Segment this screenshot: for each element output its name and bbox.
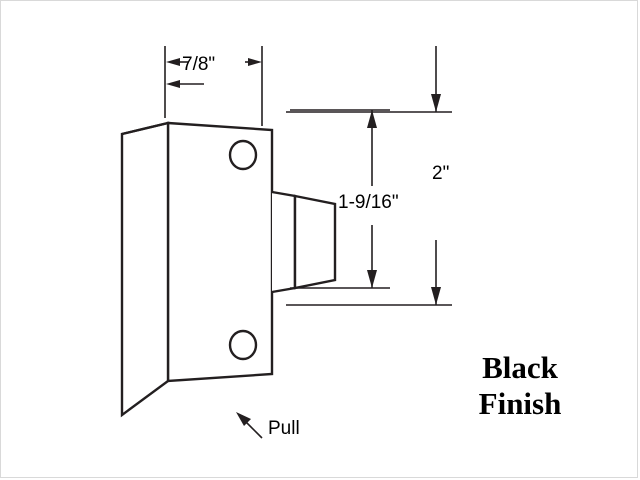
callout-label-pull: Pull — [268, 418, 300, 439]
dimension-inner-arrows — [367, 110, 377, 288]
dimension-overall-extensions — [286, 111, 452, 306]
screw-hole-bottom — [228, 329, 258, 361]
screw-hole-top — [228, 139, 258, 171]
dimension-label-inner-height: 1-9/16" — [338, 192, 399, 213]
latch-box — [271, 190, 337, 294]
dimension-width-extensions — [164, 46, 263, 126]
dimension-overall-arrows — [431, 46, 441, 305]
finish-line-2: Finish — [478, 386, 562, 421]
dimension-label-overall-height: 2" — [432, 163, 450, 184]
pull-leader-arrow — [236, 412, 263, 439]
finish-line-1: Black — [482, 350, 558, 385]
dimension-inner-extensions — [290, 109, 390, 289]
dimension-label-width: 7/8" — [182, 54, 216, 75]
finish-caption: Black Finish — [425, 350, 615, 422]
strike-faceplate — [120, 121, 170, 418]
dimension-width-left-arrow-down — [166, 80, 204, 88]
dimension-width-arrows — [166, 58, 262, 66]
faceplate-top-edge — [121, 121, 169, 136]
